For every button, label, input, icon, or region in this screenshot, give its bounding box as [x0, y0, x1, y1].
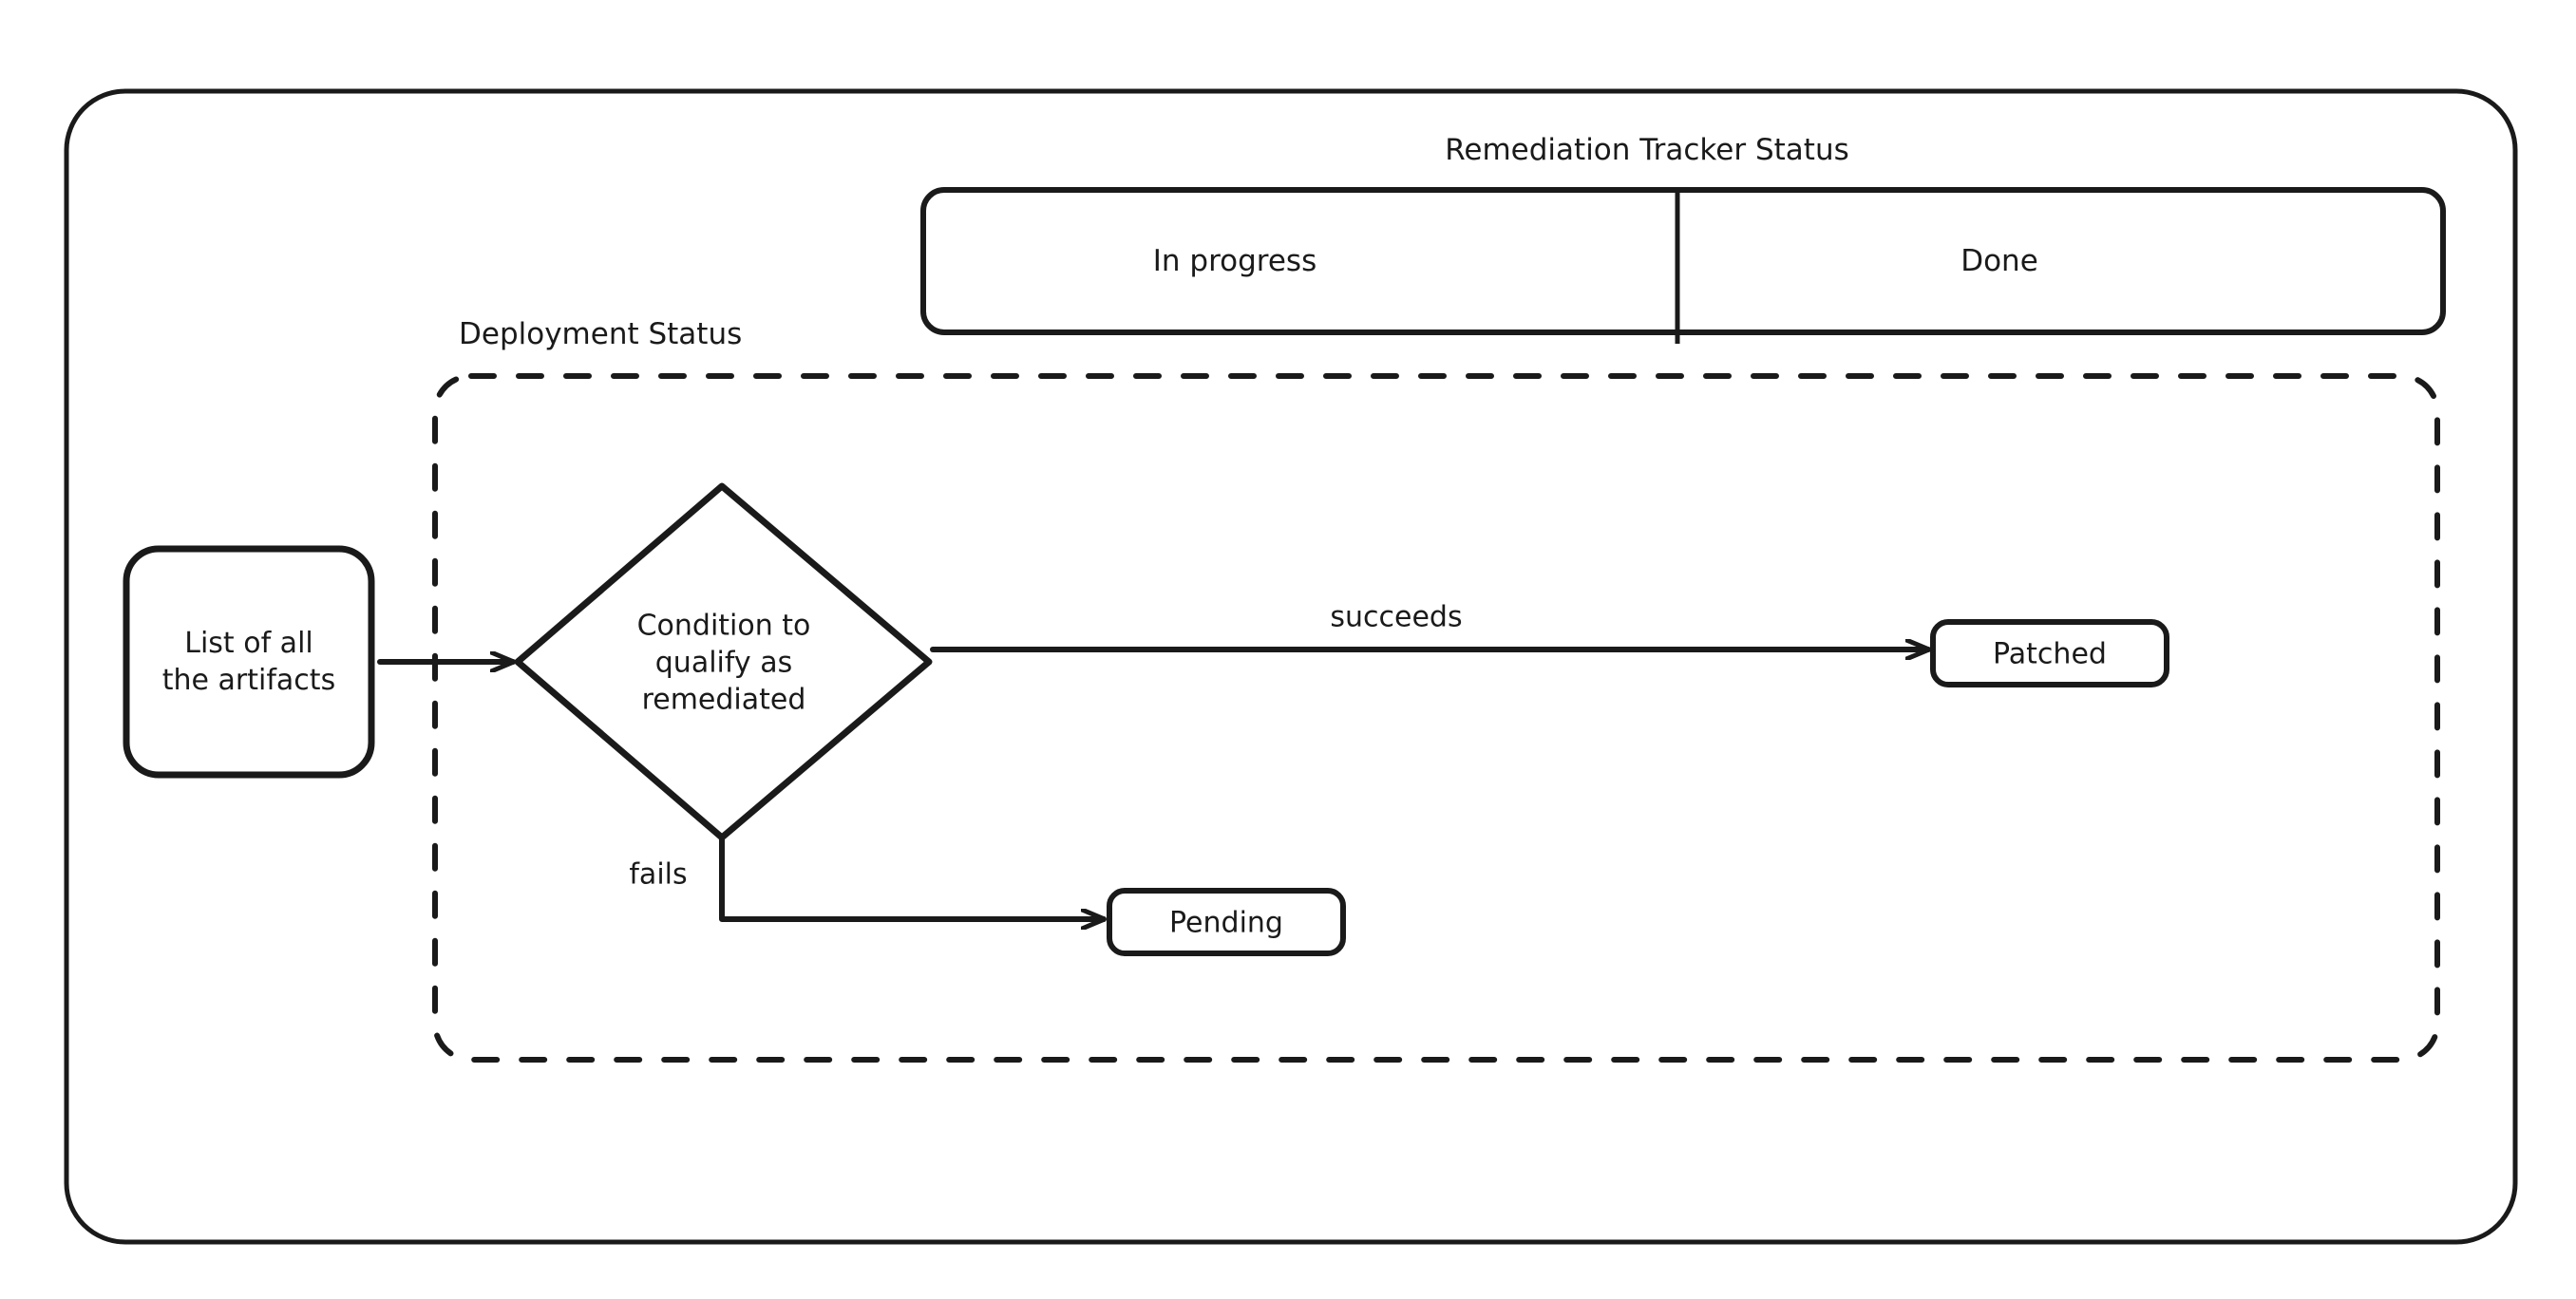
node-patched-shape[interactable] [1930, 619, 2169, 687]
tracker-lane-bar [920, 187, 2446, 335]
lane-label-done[interactable]: Done [1960, 244, 2038, 278]
outer-frame [64, 88, 2518, 1245]
node-artifacts-shape[interactable] [123, 545, 375, 779]
deployment-group-frame [432, 373, 2440, 1063]
node-pending-shape[interactable] [1107, 888, 1346, 956]
lane-label-in-progress[interactable]: In progress [1152, 244, 1317, 278]
node-condition-shape[interactable] [514, 482, 933, 841]
edge-condition-to-pending [719, 837, 1107, 919]
